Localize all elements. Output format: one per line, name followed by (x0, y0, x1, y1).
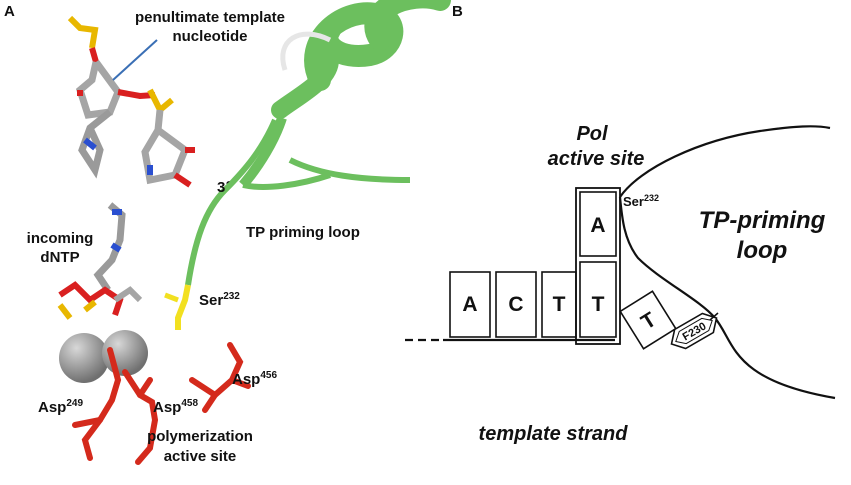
tp-priming-loop-line2: loop (737, 237, 788, 264)
penultimate-label-line1: penultimate template (135, 9, 285, 26)
asp456-label: Asp456 (232, 370, 277, 388)
aspartate-residues (72, 342, 251, 465)
penultimate-label-line2: nucleotide (172, 28, 247, 45)
three-prime-label-a: 3´ (217, 179, 230, 196)
template-strand-label: template strand (479, 423, 629, 445)
template-base-1: A (462, 293, 477, 316)
template-base-box-4 (579, 261, 617, 338)
incoming-label-line1: incoming (27, 230, 94, 247)
metal-ion-1 (59, 333, 109, 383)
ser232-label-b: Ser232 (623, 193, 659, 209)
template-base-box-3 (541, 271, 577, 338)
polymerization-label-line1: polymerization (147, 428, 253, 445)
asp249-label: Asp249 (38, 398, 83, 416)
tp-priming-loop-ribbon (185, 0, 451, 286)
template-base-4: T (592, 293, 605, 316)
panel-b-letter: B (452, 3, 463, 20)
template-base-3: T (553, 293, 566, 316)
template-bases: A C T T (449, 261, 617, 338)
ser232-label: Ser232 (199, 291, 240, 309)
penultimate-pointer (112, 39, 158, 81)
incoming-base-box (579, 191, 617, 257)
pol-active-site-line1: Pol (576, 123, 608, 145)
pol-active-site-frame (575, 187, 621, 345)
panel-a: A (4, 0, 451, 465)
metal-ions (59, 330, 148, 383)
panel-b: B A C T T A T F (405, 3, 836, 445)
primer-base-box (619, 290, 677, 350)
template-base-2: C (508, 293, 523, 316)
tp-priming-loop-label: TP priming loop (246, 224, 360, 241)
f230-residue: F230 (670, 312, 718, 350)
tp-priming-loop-line1: TP-priming (699, 207, 826, 234)
template-base-box-1 (449, 271, 491, 338)
template-base-box-2 (495, 271, 537, 338)
tp-loop-upper-curve (619, 125, 831, 198)
serine-232-model (164, 284, 191, 330)
incoming-dntp-model (57, 202, 143, 320)
incoming-label-line2: dNTP (40, 249, 79, 266)
f230-connector (709, 312, 719, 321)
polymerization-label-line2: active site (164, 448, 237, 465)
panel-a-letter: A (4, 3, 15, 20)
penultimate-nucleotide-model (67, 15, 195, 188)
pol-active-site-line2: active site (548, 148, 645, 170)
tp-loop-lower-curve (618, 196, 836, 400)
asp458-label: Asp458 (153, 398, 198, 416)
primer-base: T (619, 290, 677, 350)
incoming-base: A (590, 214, 605, 237)
